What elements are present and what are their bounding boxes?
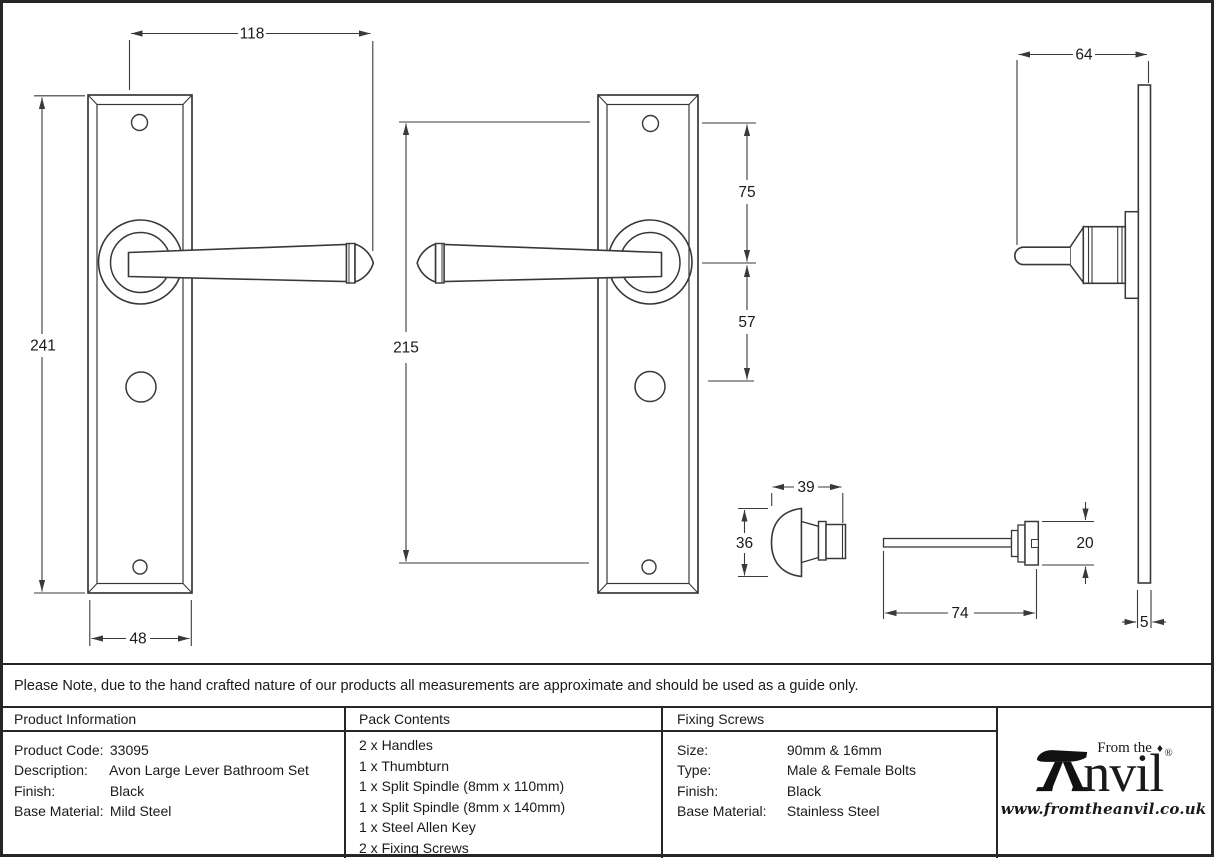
table-row: Product Code: 33095	[14, 740, 344, 760]
fixing-screws-column: Fixing Screws Size: 90mm & 16mm Type: Ma…	[663, 708, 998, 858]
lever-collar	[347, 244, 356, 284]
dim-thumbturn-height: 36	[736, 535, 753, 552]
pack-contents-body: 2 x Handles 1 x Thumbturn 1 x Split Spin…	[346, 732, 661, 858]
dim-thumbturn-width: 39	[797, 479, 814, 496]
pack-contents-column: Pack Contents 2 x Handles 1 x Thumbturn …	[346, 708, 663, 858]
row-value: Mild Steel	[110, 803, 171, 819]
dim-lever-to-thumbturn: 57	[738, 314, 755, 331]
thumbturn-wing	[772, 509, 802, 577]
technical-drawing: 118 241 48 215	[3, 3, 1211, 663]
list-item: 1 x Steel Allen Key	[359, 817, 661, 838]
list-item: 1 x Split Spindle (8mm x 140mm)	[359, 797, 661, 818]
lever-boss-side	[1083, 227, 1125, 284]
row-label: Base Material:	[677, 801, 783, 821]
from-the-anvil-logo: From the ♦ nvil ® www.fromtheanvil.co.uk	[1001, 740, 1207, 819]
table-row: Finish: Black	[14, 781, 344, 801]
thumbturn-ring	[819, 522, 827, 561]
handle-front-left-view	[88, 95, 373, 593]
table-row: Size: 90mm & 16mm	[677, 740, 996, 760]
table-row: Base Material: Mild Steel	[14, 801, 344, 821]
logo-brand-text: nvil	[1083, 749, 1163, 799]
row-label: Size:	[677, 740, 783, 760]
thumbturn-detail	[772, 509, 846, 577]
brand-logo-cell: From the ♦ nvil ® www.fromtheanvil.co.uk	[998, 708, 1209, 858]
bottom-screw-hole	[133, 560, 147, 574]
lever-arm-side	[1015, 247, 1070, 264]
row-label: Description:	[14, 760, 106, 780]
dim-lever-length: 118	[240, 26, 265, 43]
product-information-header: Product Information	[3, 708, 344, 732]
dim-spindle-cap: 20	[1076, 535, 1094, 552]
row-value: Male & Female Bolts	[787, 762, 916, 778]
info-table: Product Information Product Code: 33095 …	[3, 706, 1211, 858]
handle-front-right-view	[417, 95, 698, 593]
dim-screw-centres: 215	[393, 340, 419, 357]
note-text: Please Note, due to the hand crafted nat…	[14, 678, 858, 694]
row-label: Type:	[677, 760, 783, 780]
dim-projection: 64	[1075, 47, 1093, 64]
spindle-rod	[884, 539, 1012, 548]
thumbturn-neck	[802, 522, 819, 563]
fixing-screws-header: Fixing Screws	[663, 708, 996, 732]
logo-url: www.fromtheanvil.co.uk	[1001, 800, 1207, 818]
list-item: 2 x Fixing Screws	[359, 838, 661, 858]
row-value: 33095	[110, 742, 149, 758]
list-item: 2 x Handles	[359, 735, 661, 756]
lever-bar	[444, 245, 662, 282]
top-screw-hole	[643, 116, 659, 132]
row-value: Avon Large Lever Bathroom Set	[109, 762, 309, 778]
list-item: 1 x Split Spindle (8mm x 110mm)	[359, 776, 661, 797]
table-row: Description: Avon Large Lever Bathroom S…	[14, 760, 344, 780]
top-screw-hole	[132, 115, 148, 131]
row-label: Product Code:	[14, 740, 106, 760]
rose-side	[1125, 212, 1138, 299]
table-row: Type: Male & Female Bolts	[677, 760, 996, 780]
bottom-screw-hole	[642, 560, 656, 574]
product-information-column: Product Information Product Code: 33095 …	[3, 708, 346, 858]
pack-contents-header: Pack Contents	[346, 708, 661, 732]
dim-plate-thickness: 5	[1140, 614, 1149, 631]
product-information-body: Product Code: 33095 Description: Avon La…	[3, 732, 344, 858]
lever-neck-side	[1070, 228, 1083, 283]
spindle-cap-slot	[1032, 540, 1039, 548]
dim-plate-width: 48	[129, 631, 146, 648]
row-value: Black	[110, 783, 144, 799]
handle-side-view	[1015, 85, 1151, 583]
anvil-icon	[1035, 746, 1089, 794]
note-row: Please Note, due to the hand crafted nat…	[3, 663, 1211, 706]
lever-finial	[355, 244, 373, 282]
row-label: Base Material:	[14, 801, 106, 821]
row-label: Finish:	[14, 781, 106, 801]
dim-top-screw-to-lever: 75	[738, 184, 755, 201]
row-value: Stainless Steel	[787, 803, 880, 819]
dim-plate-height: 241	[30, 338, 56, 355]
thumbturn-hole	[126, 372, 156, 402]
row-value: 90mm & 16mm	[787, 742, 882, 758]
registered-mark: ®	[1164, 747, 1172, 759]
thumbturn-hole	[635, 372, 665, 402]
dim-spindle-length: 74	[951, 605, 969, 622]
backplate-side	[1138, 85, 1150, 583]
spindle-detail	[884, 522, 1039, 566]
lever-bar	[129, 245, 347, 282]
list-item: 1 x Thumbturn	[359, 756, 661, 777]
table-row: Finish: Black	[677, 781, 996, 801]
row-value: Black	[787, 783, 821, 799]
fixing-screws-body: Size: 90mm & 16mm Type: Male & Female Bo…	[663, 732, 996, 858]
row-label: Finish:	[677, 781, 783, 801]
lever-finial	[417, 244, 435, 282]
table-row: Base Material: Stainless Steel	[677, 801, 996, 821]
lever-collar	[436, 244, 445, 284]
